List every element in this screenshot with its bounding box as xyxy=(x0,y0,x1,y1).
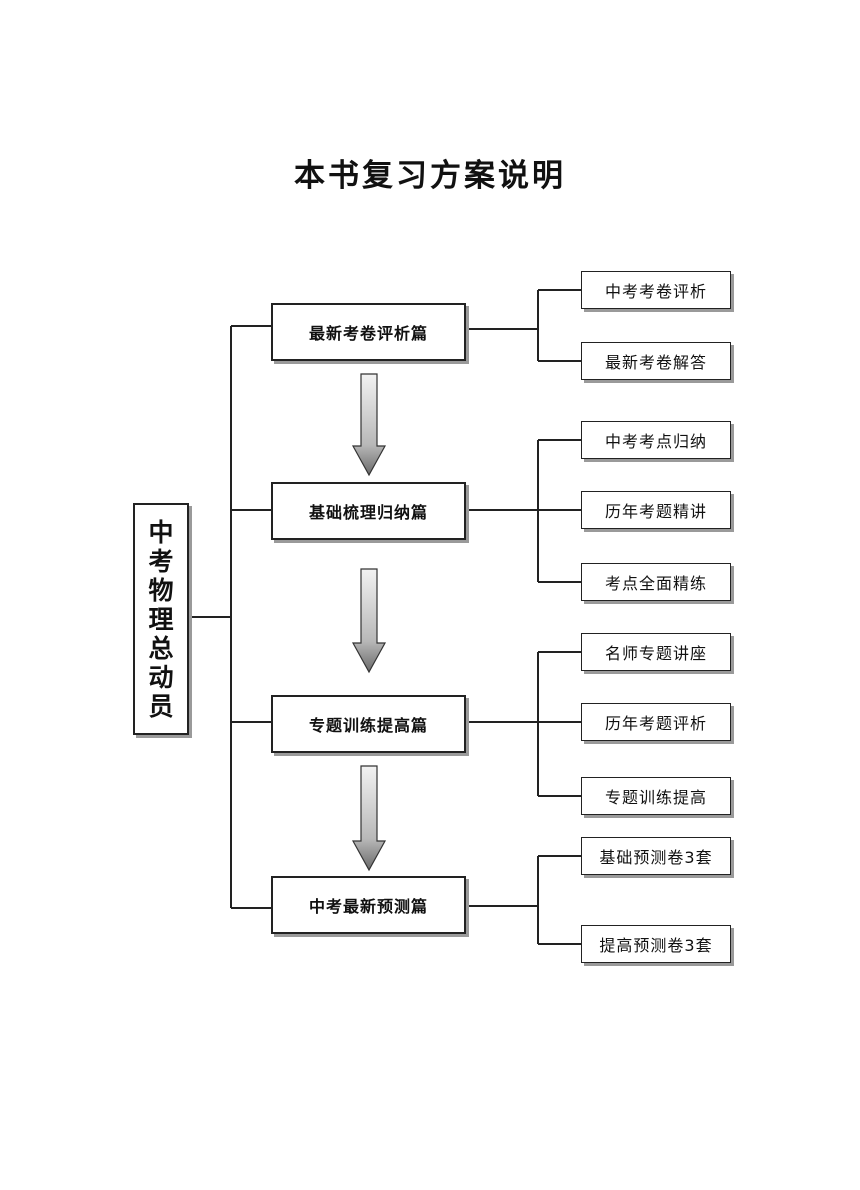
root-char: 总 xyxy=(148,633,174,663)
page-title: 本书复习方案说明 xyxy=(294,158,566,194)
item-box: 名师专题讲座 xyxy=(581,633,731,671)
section-box-topics: 专题训练提高篇 xyxy=(271,695,466,753)
root-char: 考 xyxy=(148,546,174,576)
root-char: 中 xyxy=(148,517,174,547)
root-char: 物 xyxy=(148,575,174,605)
item-box: 中考考点归纳 xyxy=(581,421,731,459)
root-char: 理 xyxy=(148,604,174,634)
root-char: 动 xyxy=(148,662,174,692)
section-box-review: 最新考卷评析篇 xyxy=(271,303,466,361)
down-arrow-icon xyxy=(351,568,387,674)
item-box: 考点全面精练 xyxy=(581,563,731,601)
item-box: 提高预测卷3套 xyxy=(581,925,731,963)
root-box: 中 考 物 理 总 动 员 xyxy=(133,503,189,735)
root-char: 员 xyxy=(148,691,174,721)
item-box: 历年考题精讲 xyxy=(581,491,731,529)
down-arrow-icon xyxy=(351,765,387,872)
section-box-basics: 基础梳理归纳篇 xyxy=(271,482,466,540)
item-box: 历年考题评析 xyxy=(581,703,731,741)
item-box: 专题训练提高 xyxy=(581,777,731,815)
down-arrow-icon xyxy=(351,373,387,477)
item-box: 基础预测卷3套 xyxy=(581,837,731,875)
item-box: 最新考卷解答 xyxy=(581,342,731,380)
item-box: 中考考卷评析 xyxy=(581,271,731,309)
section-box-forecast: 中考最新预测篇 xyxy=(271,876,466,934)
